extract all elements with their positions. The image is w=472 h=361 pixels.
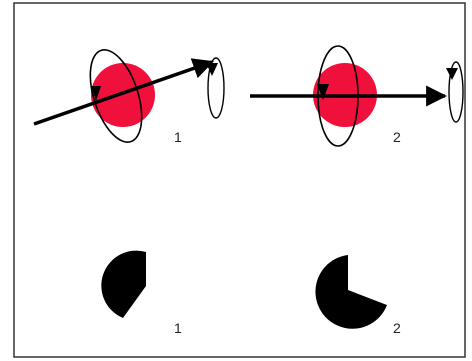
- axis-arrow-1: [33, 58, 214, 126]
- tip-loop-1: [207, 57, 225, 119]
- rotation-arrowhead-2: [317, 84, 329, 100]
- sector-diagram-1: 1: [101, 250, 182, 336]
- panel-label-1: 1: [174, 129, 182, 145]
- rotation-arrowhead-1: [91, 86, 101, 101]
- panel-label-4: 2: [393, 320, 401, 336]
- sector-shape-2: [315, 255, 387, 329]
- precession-loop-1: [89, 49, 143, 143]
- sector-shape-1: [101, 250, 146, 318]
- sphere-1: [91, 63, 155, 127]
- sector-diagram-2: 2: [315, 255, 401, 336]
- precession-diagram-1: 1: [33, 49, 225, 145]
- tip-arrowhead-1: [206, 63, 218, 76]
- precession-loop-2: [317, 45, 359, 147]
- tip-arrowhead-2: [446, 68, 458, 80]
- panel-label-3: 1: [174, 320, 182, 336]
- tip-loop-2: [448, 61, 464, 123]
- panel-label-2: 2: [393, 129, 401, 145]
- precession-diagram-2: 2: [250, 45, 464, 147]
- figure-border: [13, 2, 466, 358]
